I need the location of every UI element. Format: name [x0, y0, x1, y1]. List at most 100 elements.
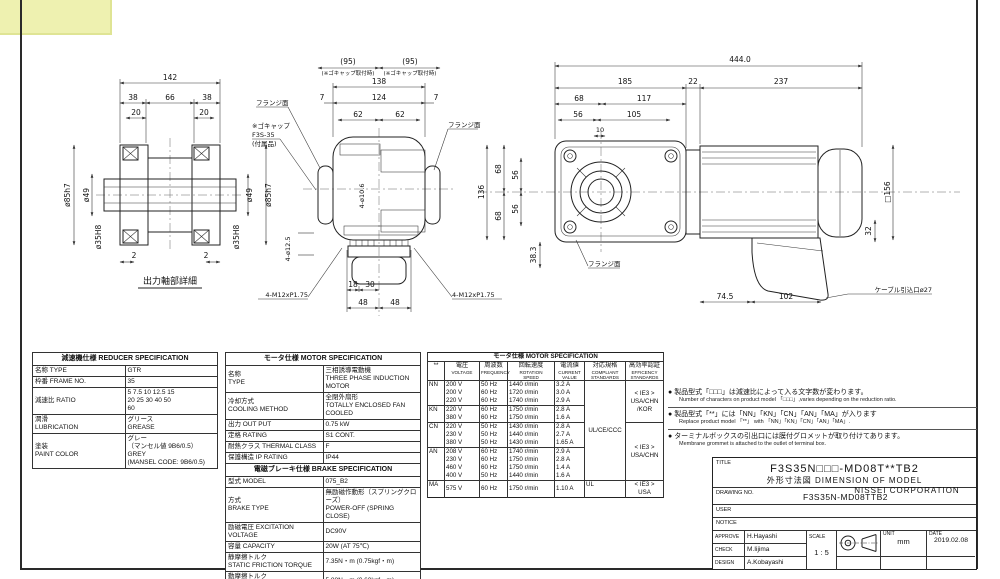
sheet-frame-bottom: [20, 568, 977, 570]
dim-label: ø35H8: [94, 225, 103, 250]
spec-value: 7.35N・m (0.75kgf・m): [322, 552, 421, 572]
drawing-no-value: F3S35N-MD08TTB2: [803, 492, 888, 502]
dim-label: 20: [131, 108, 141, 117]
dim-label: 237: [774, 77, 789, 86]
cap-label: ※ゴキャップ: [252, 121, 290, 130]
note-jp: 製品型式「**」には「NN」「KN」「CN」「AN」「MA」が入ります: [674, 411, 877, 418]
table-row: 潤滑 LUBRICATION グリース GREASE: [32, 414, 218, 434]
dim-label: 10: [596, 126, 604, 134]
dim-label: 68: [494, 211, 503, 221]
dim-label: 62: [353, 110, 363, 119]
note-item: ● ターミナルボックスの引出口には膜付グロメットが取り付けてあります。 Memb…: [668, 430, 977, 451]
note-en: Number of characters on product model 「□…: [679, 397, 897, 403]
bullet-icon: ●: [668, 433, 673, 440]
spec-value: GTR: [124, 365, 218, 377]
table-row: 塗装 PAINT COLOR グレー （マンセル値 9B6/0.5） GREY …: [32, 433, 218, 469]
dim-label: ø49: [245, 188, 254, 202]
table-row: 耐熱クラス THERMAL CLASS F: [225, 441, 421, 453]
spec-label: 耐熱クラス THERMAL CLASS: [225, 441, 324, 453]
spec-value: グリース GREASE: [124, 414, 218, 434]
spec-value: DC90V: [322, 522, 421, 542]
dim-label: ø35H8: [232, 225, 241, 250]
checker-name: M.Iijima: [745, 544, 806, 557]
efficiency-cell: < IE3 > USA: [625, 480, 664, 498]
dim-label: 30: [365, 280, 375, 289]
table-row: 容量 CAPACITY 20W (AT 75℃): [225, 541, 421, 553]
dim-label: 138: [372, 77, 387, 86]
table-row: 励磁電圧 EXCITATION VOLTAGE DC90V: [225, 522, 421, 542]
spec-value: S1 CONT.: [322, 430, 421, 442]
date-label: DATE: [929, 531, 942, 537]
dim-label: 2: [204, 251, 209, 260]
dim-label: 124: [372, 93, 387, 102]
notice-row: NOTICE: [713, 518, 976, 531]
spec-value: 0.75 kW: [322, 419, 421, 431]
cable-entry-label: ケーブル引込口ø27: [875, 285, 932, 294]
spec-value: 三相誘導電動機 THREE PHASE INDUCTION MOTOR: [322, 365, 421, 393]
brake-spec-table: 電磁ブレーキ仕様 BRAKE SPECIFICATION 型式 MODEL 07…: [225, 463, 421, 579]
spec-value: 20W (AT 75℃): [322, 541, 421, 553]
designer-name: A.Kobayashi: [747, 559, 784, 566]
spec-label: 冷却方式 COOLING METHOD: [225, 392, 324, 420]
bullet-icon: ●: [668, 411, 673, 418]
spec-label: 型式 MODEL: [225, 476, 324, 488]
dim-note: (※ゴキャップ取付時): [322, 69, 375, 77]
dim-label: 74.5: [717, 292, 734, 301]
drawing-views: 142 38 66 38 20 20 ø85h7 ø49 ø49 ø85h7 ø…: [63, 55, 960, 316]
dim-label: ø85h7: [264, 183, 273, 207]
table-row: 型式 MODEL 075_B2: [225, 476, 421, 488]
user-row: USER: [713, 505, 976, 518]
spec-value: 5 7.5 10 12.5 15 20 25 30 40 50 60: [124, 387, 218, 415]
dim-label: 56: [573, 110, 583, 119]
bolt-callout: 4-M12xP1.75: [265, 291, 308, 299]
dim-label: 48: [390, 298, 400, 307]
dim-label: 56: [511, 170, 520, 180]
table-row: 定格 RATING S1 CONT.: [225, 430, 421, 442]
user-label: USER: [716, 507, 732, 513]
spec-label: 塗装 PAINT COLOR: [32, 433, 126, 469]
flange-bolt-holes: [563, 149, 678, 234]
reducer-spec-table: 減速機仕様 REDUCER SPECIFICATION 名称 TYPE GTR …: [32, 352, 218, 469]
table-row: 枠番 FRAME NO. 35: [32, 376, 218, 388]
cap-label: (付属品): [252, 139, 277, 148]
dim-label: 38.3: [529, 246, 538, 263]
cap-label: F3S-35: [252, 131, 275, 139]
spec-label: 減速比 RATIO: [32, 387, 126, 415]
note-item: ● 製品型式「**」には「NN」「KN」「CN」「AN」「MA」が入ります Re…: [668, 408, 977, 430]
note-en: Membrane grommet is attached to the outl…: [679, 441, 827, 447]
dim-label: 22: [688, 77, 698, 86]
efficiency-cell: < IE3 > USA/CHN /KOR: [625, 380, 664, 423]
design-label: DESIGN: [715, 560, 735, 566]
note-en: Replace product model 「**」 with 「NN」「KN」…: [679, 419, 851, 425]
dim-label: 102: [779, 292, 794, 301]
unit-label: UNIT: [883, 531, 895, 537]
dim-label: 32: [864, 226, 873, 236]
dim-label: 18: [348, 280, 358, 289]
sheet-frame-right: [976, 0, 978, 569]
cooling-fins: [349, 240, 409, 246]
table-row: 出力 OUT PUT 0.75 kW: [225, 419, 421, 431]
table-row: 動摩擦トルク DYNAMIC FRICTION TORQUE 5.88N・m (…: [225, 571, 421, 579]
table-row: 減速比 RATIO 5 7.5 10 12.5 15 20 25 30 40 5…: [32, 387, 218, 415]
table-title: モータ仕様 MOTOR SPECIFICATION: [225, 352, 421, 366]
table-title: 電磁ブレーキ仕様 BRAKE SPECIFICATION: [225, 463, 421, 477]
motor-fins: [702, 151, 816, 233]
sticky-note: [0, 0, 112, 35]
table-row: 名称 TYPE 三相誘導電動機 THREE PHASE INDUCTION MO…: [225, 365, 421, 393]
dim-label: 2: [132, 251, 137, 260]
spec-value: 35: [124, 376, 218, 388]
